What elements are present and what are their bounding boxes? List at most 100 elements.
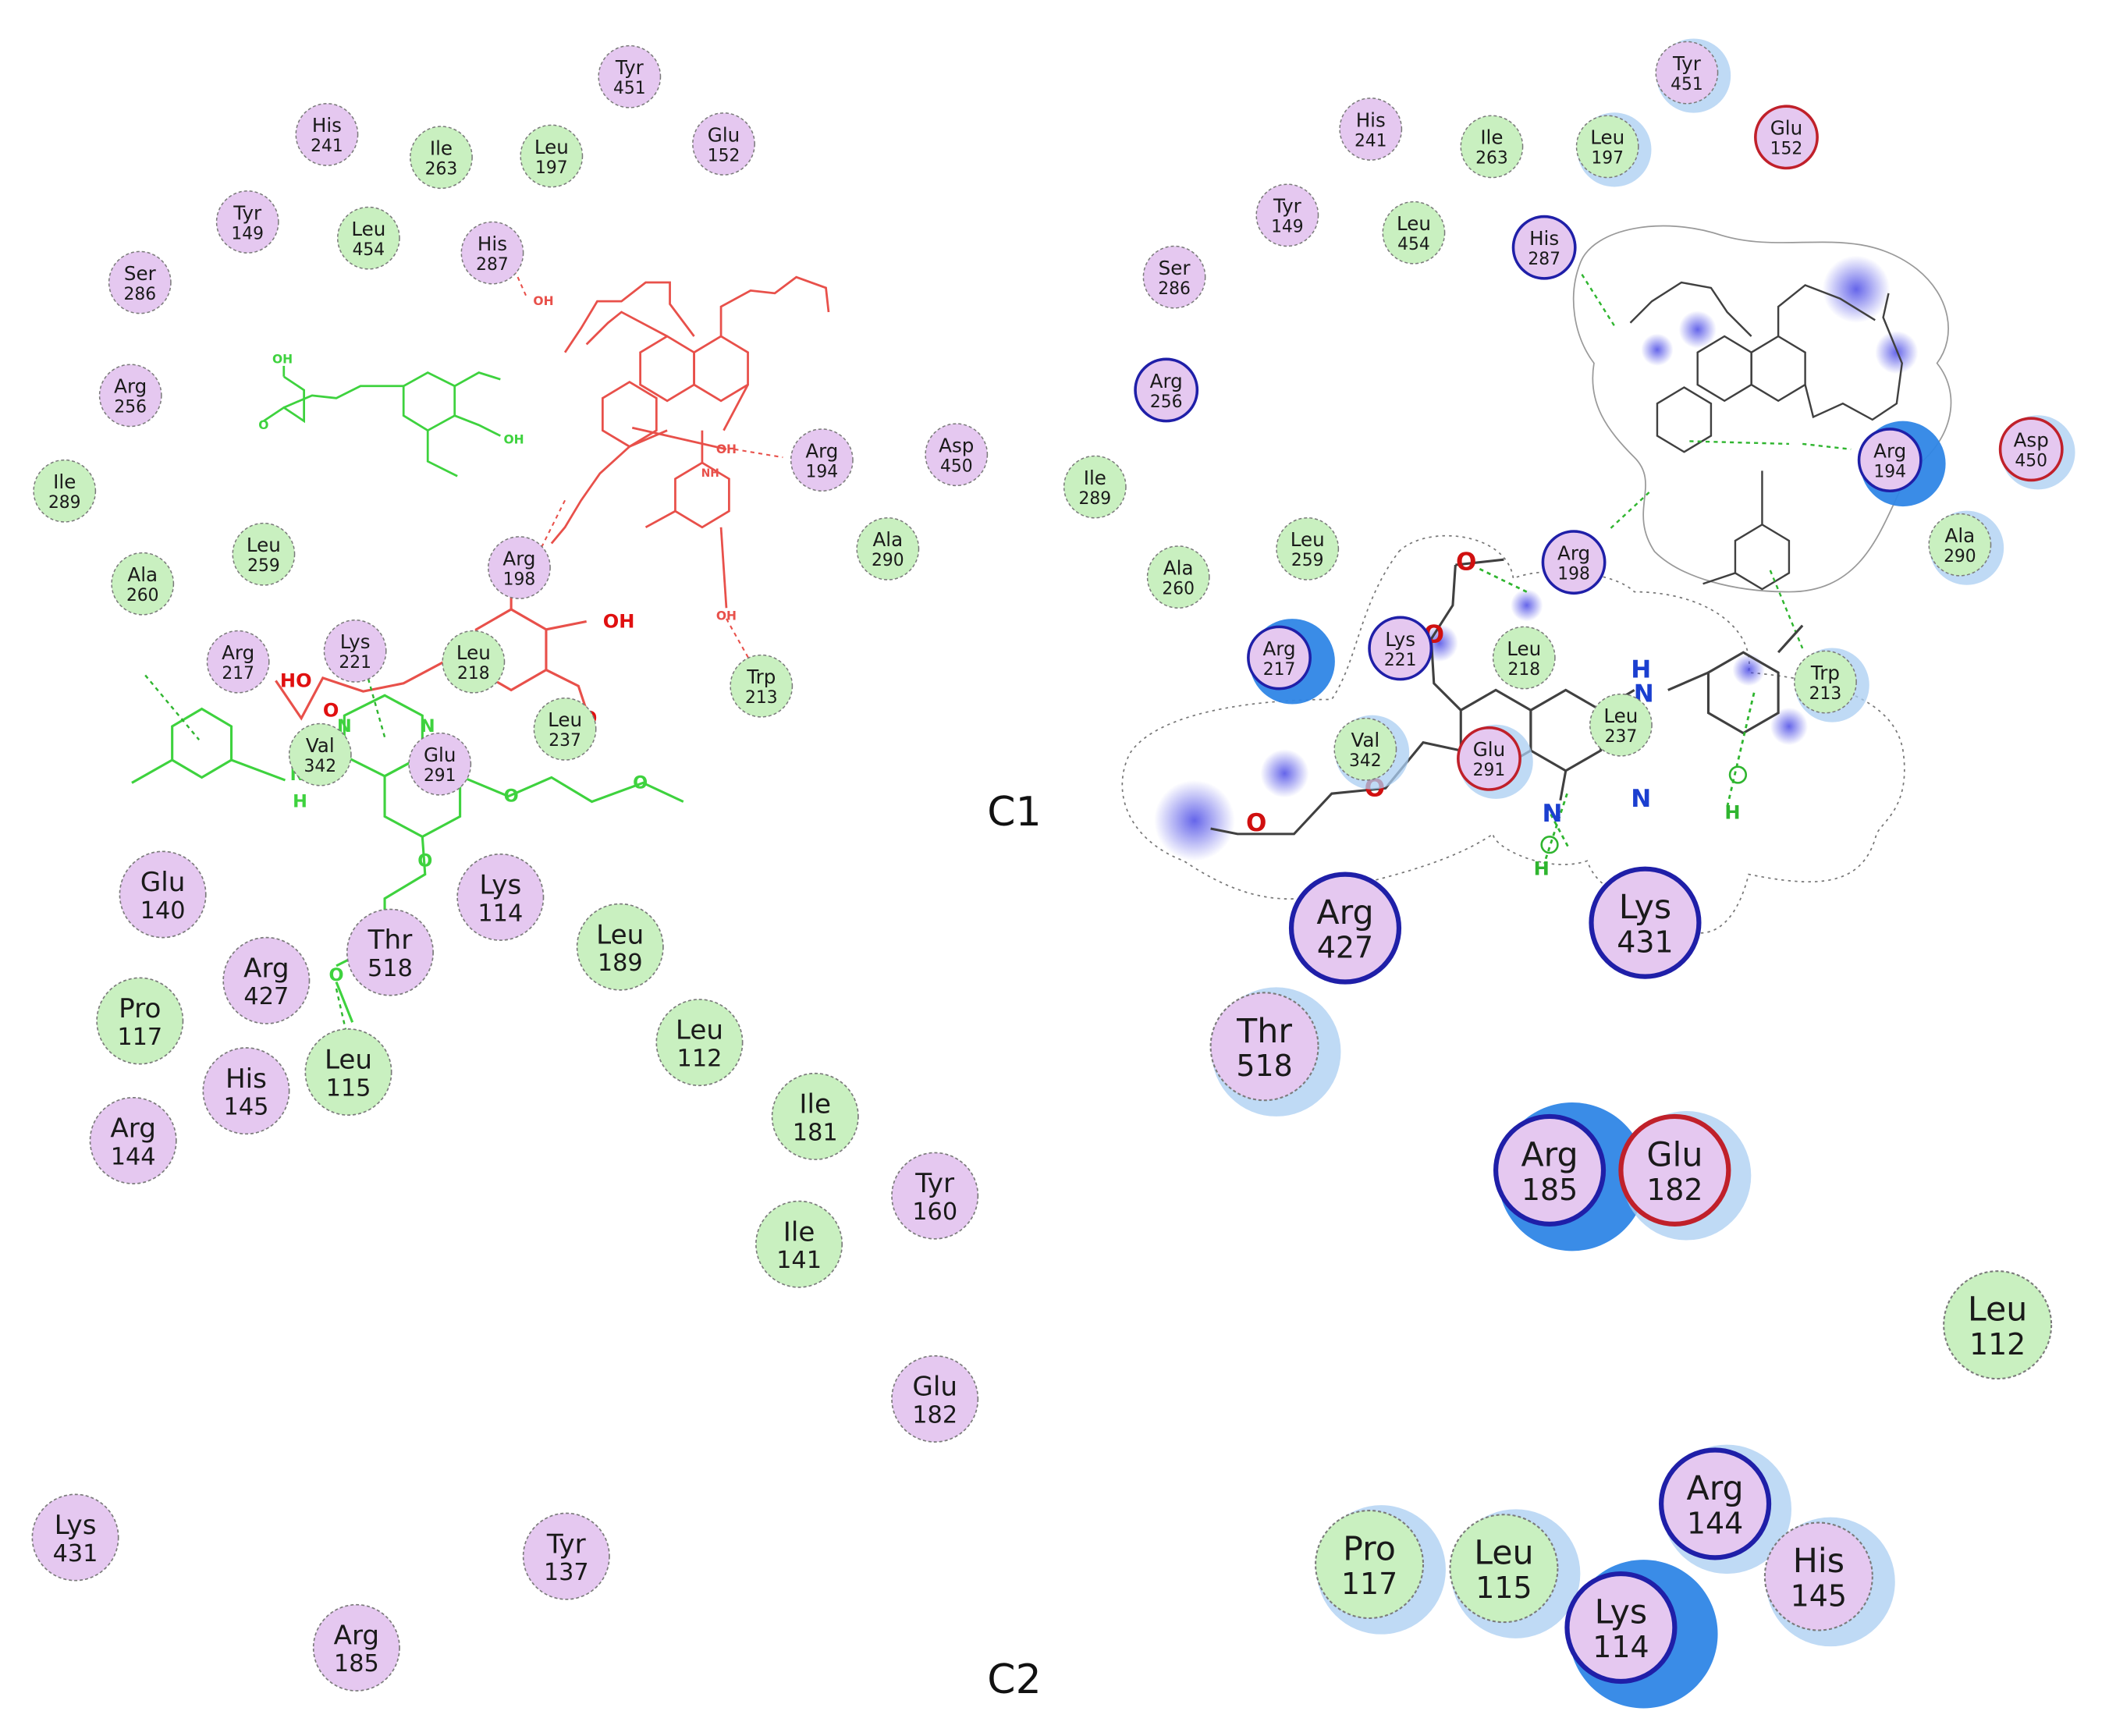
residue-name: Leu (1397, 212, 1431, 235)
c2-right-atom-o-4: O (1246, 809, 1266, 837)
residue-disc (1333, 717, 1397, 781)
panel-label-c2: C2 (987, 1656, 1041, 1703)
residue-name: Leu (534, 136, 569, 158)
residue-name: Lys (479, 869, 521, 900)
residue-number: 149 (1271, 218, 1304, 237)
c1-right-ligand (1572, 225, 1952, 649)
residue-name: Tyr (1672, 52, 1702, 75)
residue-number: 152 (708, 146, 740, 165)
c2-right-atom-n-3: N (1543, 800, 1563, 828)
residue-number: 287 (1528, 250, 1560, 269)
residue-name: Arg (1557, 541, 1590, 564)
residue-number: 152 (1770, 140, 1803, 159)
residue-number: 194 (1873, 462, 1906, 481)
residue-name: Ile (430, 137, 453, 160)
c2-right-exposure-blob (1260, 749, 1309, 798)
residue-name: Ser (124, 262, 157, 285)
residue-disc (1564, 1571, 1678, 1685)
residue-number: 182 (1646, 1173, 1702, 1207)
residue-disc (232, 522, 296, 586)
c1-left-red-ligand (550, 275, 830, 609)
c2-left-atom-o-2: O (633, 772, 648, 793)
c2-right-hbond-marker (1728, 765, 1748, 784)
residue-number: 289 (48, 493, 81, 513)
c2-right-pocket-contour (1121, 534, 1905, 934)
residue-disc (1589, 866, 1702, 979)
residue-disc (460, 221, 524, 285)
residue-disc (111, 552, 175, 616)
residue-number: 185 (334, 1650, 379, 1677)
residue-number: 256 (114, 398, 147, 417)
residue-name: Arg (502, 547, 535, 570)
residue-disc (1655, 41, 1719, 105)
residue-disc (323, 619, 387, 683)
residue-number: 137 (544, 1559, 589, 1586)
residue-number: 189 (598, 950, 643, 977)
residue-disc (655, 999, 744, 1087)
residue-disc (1449, 1514, 1559, 1624)
c2-right-atom-h-1: H (1631, 656, 1651, 684)
residue-number: 450 (2015, 452, 2047, 471)
residue-number: 217 (222, 664, 254, 683)
c1-left-atom-oh-1: OH (272, 352, 293, 366)
residue-number: 114 (478, 900, 523, 927)
residue-name: Leu (596, 919, 644, 950)
residue-number: 115 (1475, 1571, 1532, 1605)
residue-disc (771, 1072, 859, 1160)
residue-name: His (312, 114, 342, 137)
residue-disc (891, 1354, 979, 1443)
c1-left-atom-oh-2: OH (503, 433, 524, 447)
residue-number: 287 (476, 255, 509, 275)
c2-left-atom-o-1: O (504, 786, 519, 807)
residue-number: 218 (457, 664, 490, 683)
residue-name: Ile (1480, 126, 1503, 149)
residue-disc (108, 250, 172, 314)
residue-name: Trp (746, 666, 776, 688)
residue-disc (98, 364, 162, 428)
residue-name: Pro (1343, 1529, 1396, 1568)
c2-left-atom-h: H (293, 792, 307, 812)
c2-right-exposure-blob (1154, 779, 1235, 861)
residue-name: Arg (110, 1113, 156, 1145)
residue-name: Glu (424, 744, 456, 766)
residue-disc (1382, 201, 1446, 264)
residue-number: 115 (326, 1074, 371, 1102)
residue-name: Tyr (546, 1528, 587, 1560)
c2-right-hbond-marker (1540, 836, 1559, 854)
residue-name: Arg (222, 641, 254, 664)
residue-disc (295, 102, 359, 166)
residue-number: 454 (1397, 235, 1430, 254)
residue-name: Tyr (1273, 195, 1302, 218)
residue-disc (576, 903, 664, 991)
residue-name: His (478, 233, 507, 255)
residue-name: Glu (1770, 117, 1802, 140)
residue-number: 185 (1521, 1173, 1578, 1207)
c2-right-exposure-blob (1770, 707, 1809, 746)
residue-number: 260 (1162, 579, 1195, 598)
residue-disc (119, 850, 207, 939)
residue-name: Ile (799, 1089, 831, 1120)
residue-number: 290 (1944, 547, 1976, 566)
c1-right-pocket-contour (1572, 225, 1952, 593)
residue-disc (346, 908, 434, 996)
